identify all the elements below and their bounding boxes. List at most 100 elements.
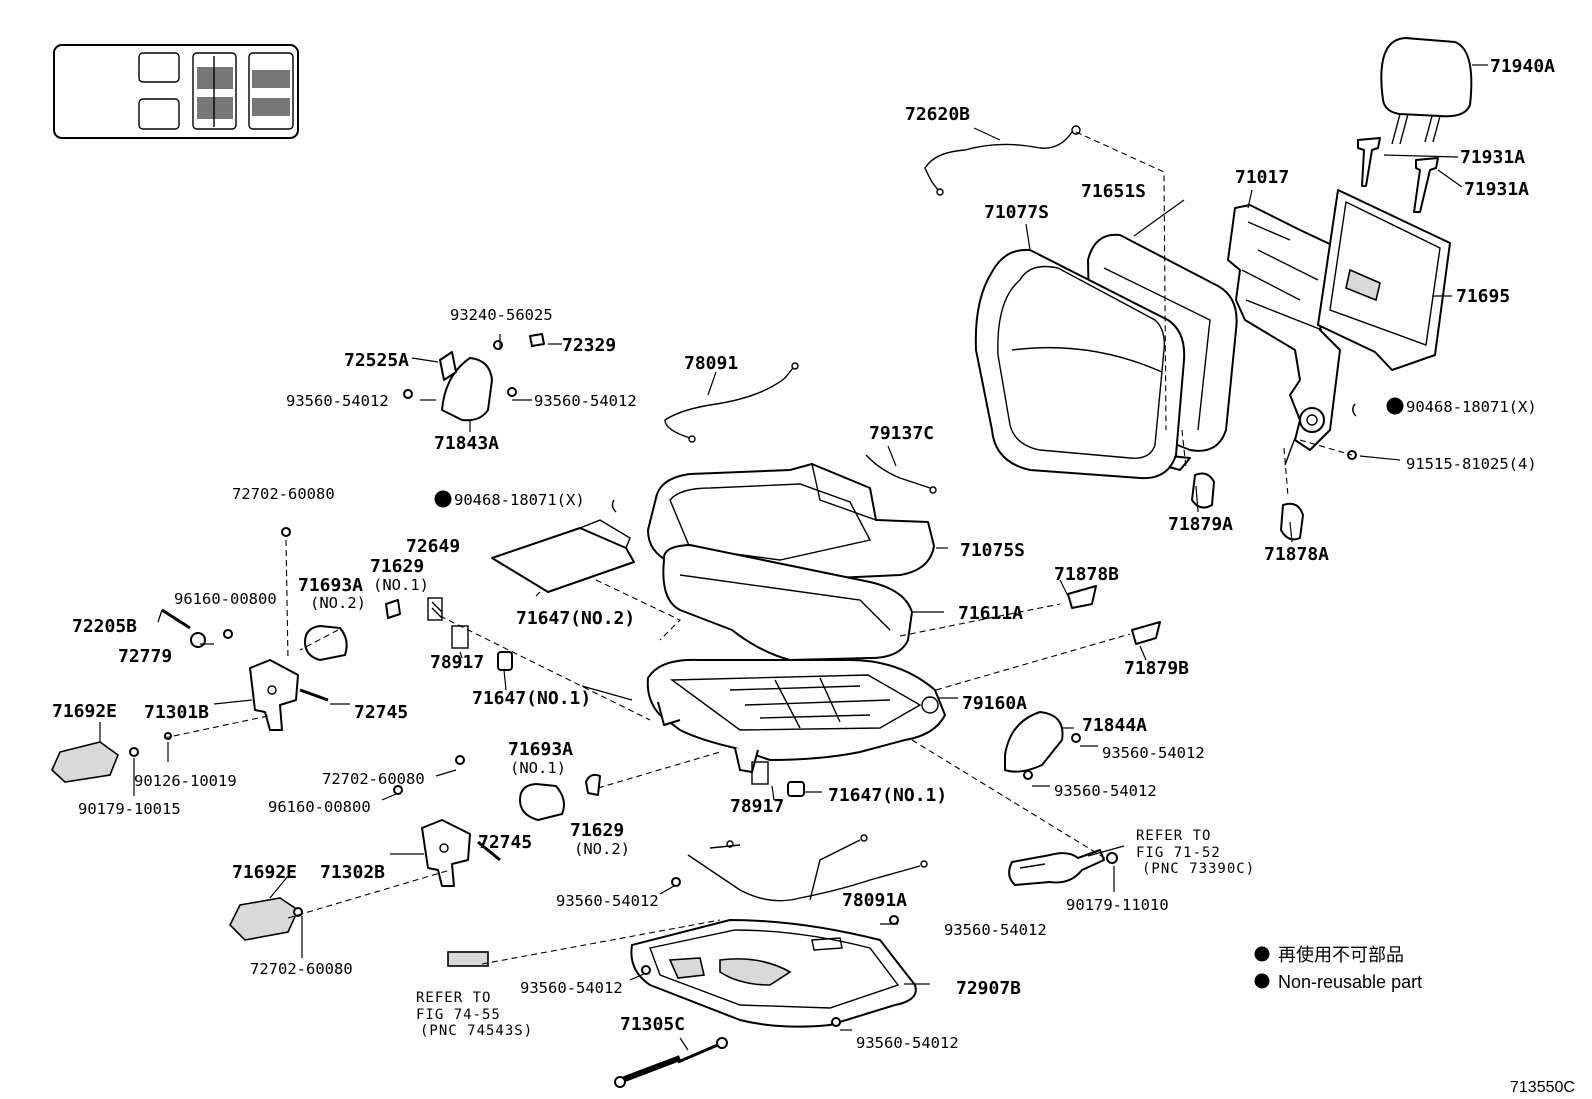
label-93560-g: 93560-54012 <box>520 979 623 997</box>
label-71879A: 71879A <box>1168 514 1233 535</box>
label-71629-1-no: (NO.1) <box>373 576 429 594</box>
cable-78091 <box>664 362 799 443</box>
label-71017: 71017 <box>1235 167 1289 188</box>
label-71692E-a: 71692E <box>52 701 117 722</box>
label-71651S: 71651S <box>1081 181 1146 202</box>
label-93560-a: 93560-54012 <box>286 392 389 410</box>
label-71629-2: 71629 <box>570 820 624 841</box>
label-71629-2-no: (NO.2) <box>574 840 630 858</box>
legend-en: Non-reusable part <box>1278 972 1422 992</box>
nonreusable-mark-90468-r <box>1386 397 1404 415</box>
label-72702-b: 72702-60080 <box>322 770 425 788</box>
seat-belt-buckle <box>1008 849 1105 886</box>
seat-board-71647-no2 <box>491 519 635 593</box>
seatback-cover <box>974 248 1186 480</box>
seat-layout-thumbnail <box>53 44 299 139</box>
spacers-71647-no1 <box>497 651 805 797</box>
hinge-cover-71692E-a <box>51 741 119 783</box>
label-90468-r: 90468-18071(X) <box>1406 398 1537 416</box>
dashed-guides <box>163 131 1353 965</box>
clip-71629-no2 <box>585 773 601 796</box>
clip-71879B <box>1131 621 1161 645</box>
label-72649: 72649 <box>406 536 460 557</box>
label-71940A: 71940A <box>1490 56 1555 77</box>
washer-72779 <box>190 632 206 648</box>
hinge-bracket-71302B <box>421 819 471 887</box>
label-79137C: 79137C <box>869 423 934 444</box>
ref1-line3: (PNC 73390C) <box>1142 861 1255 877</box>
label-71647-2: 71647(NO.2) <box>516 608 635 629</box>
small-fasteners <box>129 340 1357 1027</box>
hinge-cover-71693A-no1 <box>519 783 565 821</box>
label-93560-d: 93560-54012 <box>1054 782 1157 800</box>
leader-lines <box>99 64 1488 1051</box>
headrest-guides <box>1357 137 1439 213</box>
label-96160-a: 96160-00800 <box>174 590 277 608</box>
label-78917-a: 78917 <box>430 652 484 673</box>
label-72702-a: 72702-60080 <box>232 485 335 503</box>
label-71077S: 71077S <box>984 202 1049 223</box>
label-71629-1: 71629 <box>370 556 424 577</box>
figure-code: 713550C <box>1510 1079 1575 1096</box>
ref2-line1: REFER TO <box>416 990 491 1006</box>
label-96160-b: 96160-00800 <box>268 798 371 816</box>
label-71693A-2: 71693A <box>298 575 363 596</box>
ref1-line2: FIG 71-52 <box>1136 845 1221 861</box>
headrest <box>1380 37 1473 145</box>
nonreusable-mark-90468-l <box>434 490 452 508</box>
label-71931A-2: 71931A <box>1464 179 1529 200</box>
label-71305C: 71305C <box>620 1014 685 1035</box>
recliner-cover-71878A <box>1280 502 1304 541</box>
label-71878B: 71878B <box>1054 564 1119 585</box>
label-93560-h: 93560-54012 <box>856 1034 959 1052</box>
label-71075S: 71075S <box>960 540 1025 561</box>
label-72779: 72779 <box>118 646 172 667</box>
ref2-line3: (PNC 74543S) <box>420 1023 533 1039</box>
label-90126: 90126-10019 <box>134 772 237 790</box>
legend-mark-1 <box>1254 946 1270 962</box>
legend: 再使用不可部品 Non-reusable part <box>1254 945 1422 992</box>
seat-cushion-pad-71611A <box>662 544 913 661</box>
frame-cover-71844A <box>1004 711 1064 773</box>
label-71611A: 71611A <box>958 603 1023 624</box>
ref2-line2: FIG 74-55 <box>416 1007 501 1023</box>
label-71693A-1: 71693A <box>508 739 573 760</box>
label-72205B: 72205B <box>72 616 137 637</box>
label-72702-c: 72702-60080 <box>250 960 353 978</box>
label-71647-1b: 71647(NO.1) <box>828 785 947 806</box>
recliner-cover-71879A <box>1191 472 1215 509</box>
hinge-cover-71692E-b <box>229 897 300 941</box>
strut-71305C <box>614 1037 728 1088</box>
clip-71878B <box>1067 585 1097 609</box>
label-90468-l: 90468-18071(X) <box>454 491 585 509</box>
hinge-bracket-71301B <box>249 659 299 731</box>
tray-72907B <box>630 919 917 1028</box>
label-78091A: 78091A <box>842 890 907 911</box>
seatback-board <box>1317 189 1451 371</box>
label-71695: 71695 <box>1456 286 1510 307</box>
legend-jp: 再使用不可部品 <box>1278 945 1404 965</box>
frame-cover-71843A <box>439 351 493 422</box>
label-79160A: 79160A <box>962 693 1027 714</box>
label-93240: 93240-56025 <box>450 306 553 324</box>
pin-72205B <box>161 608 191 630</box>
clip-71629-no1 <box>385 599 401 619</box>
label-72329: 72329 <box>562 335 616 356</box>
cushion-frame-79160A <box>646 658 946 773</box>
label-71693A-2-no: (NO.2) <box>310 594 366 612</box>
cable-72620B <box>924 125 1081 196</box>
cable-78091A <box>687 834 928 902</box>
label-71879B: 71879B <box>1124 658 1189 679</box>
label-71878A: 71878A <box>1264 544 1329 565</box>
label-91515: 91515-81025(4) <box>1406 455 1537 473</box>
bolts-72745 <box>299 688 501 862</box>
label-72745-a: 72745 <box>354 702 408 723</box>
part-labels: 71940A 71931A 71931A 72620B 71017 71651S… <box>52 56 1555 1052</box>
clip-72329 <box>529 333 545 347</box>
label-71931A-1: 71931A <box>1460 147 1525 168</box>
label-71301B: 71301B <box>144 702 209 723</box>
label-90179-a: 90179-10015 <box>78 800 181 818</box>
label-93560-e: 93560-54012 <box>556 892 659 910</box>
label-93560-f: 93560-54012 <box>944 921 1047 939</box>
